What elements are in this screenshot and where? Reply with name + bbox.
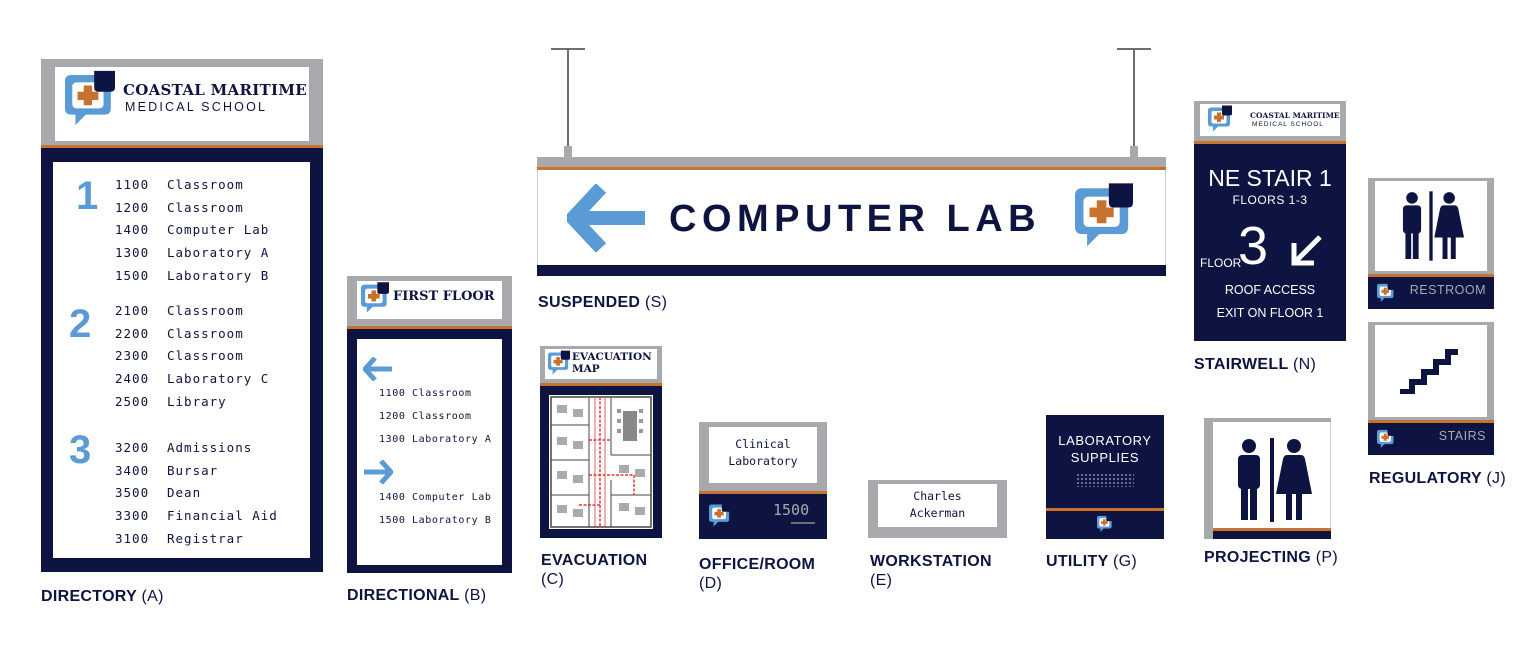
arrow-down-left-icon [1290,233,1324,272]
caption-stairwell: STAIRWELL (N) [1194,356,1317,373]
stairs-icon [1398,346,1460,399]
roof-access: ROOF ACCESS [1224,283,1316,297]
floor-number-2: 2 [69,302,92,346]
logo-icon [709,502,731,528]
utility-text-1: LABORATORY [1058,433,1152,448]
suspended-text: COMPUTER LAB [669,198,1042,240]
school-name: COASTAL MARITIME [123,81,307,99]
floor-number: 3 [1238,216,1269,276]
logo-icon [65,70,115,128]
caption-evacuation: EVACUATION(C) [541,552,648,588]
room-number: 1500 [773,501,810,519]
floor-label: FLOOR [1200,256,1242,270]
braille-text [1076,473,1134,487]
logo-icon [1377,282,1395,303]
arrow-left-icon [563,183,647,257]
logo-icon [1097,514,1113,533]
caption-directional: DIRECTIONAL (B) [347,587,487,604]
logo-icon [1377,428,1395,449]
school-subname: MEDICAL SCHOOL [125,100,268,114]
stairwell-school-name: COASTAL MARITIME [1250,111,1340,120]
stairwell-sign: COASTAL MARITIME MEDICAL SCHOOL NE STAIR… [1194,101,1346,341]
workstation-name-1: Charles [913,489,962,503]
logo-icon [1075,183,1133,249]
logo-icon [361,282,389,314]
directional-header: FIRST FLOOR [393,289,495,304]
office-label-1: Clinical [735,437,791,451]
evacuation-header-2: MAP [572,363,600,375]
office-label-2: Laboratory [728,454,798,468]
caption-office-room: OFFICE/ROOM(D) [699,556,816,592]
regulatory-stairs-sign: STAIRS [1368,322,1494,455]
utility-sign: LABORATORY SUPPLIES [1046,415,1164,539]
evacuation-map-image [549,395,653,534]
office-room-sign: Clinical Laboratory 1500 [699,422,827,539]
evacuation-sign: EVACUATION MAP [540,346,662,538]
restroom-icon [1232,438,1312,527]
stairwell-school-subname: MEDICAL SCHOOL [1252,121,1324,128]
regulatory-restroom-sign: RESTROOM [1368,178,1494,309]
suspended-sign: COMPUTER LAB [537,48,1166,278]
workstation-name-2: Ackerman [909,506,966,520]
stairs-label: STAIRS [1438,429,1486,443]
caption-directory: DIRECTORY (A) [41,588,164,605]
stair-floors: FLOORS 1-3 [1232,193,1308,207]
caption-projecting: PROJECTING (P) [1204,549,1338,566]
caption-workstation: WORKSTATION(E) [870,553,992,589]
caption-suspended: SUSPENDED (S) [538,294,668,311]
utility-text-2: SUPPLIES [1070,450,1140,465]
projecting-sign [1204,418,1331,539]
stair-title: NE STAIR 1 [1208,165,1332,191]
floor-number-1: 1 [76,174,99,218]
floor-number-3: 3 [69,428,92,472]
logo-icon [548,350,570,376]
caption-regulatory: REGULATORY (J) [1369,470,1506,487]
logo-icon [1208,105,1232,133]
restroom-label: RESTROOM [1409,283,1486,297]
workstation-sign: Charles Ackerman [868,480,1007,538]
arrow-right-icon [363,459,395,489]
roof-exit: EXIT ON FLOOR 1 [1216,306,1324,320]
arrow-left-icon [361,356,393,386]
caption-utility: UTILITY (G) [1046,553,1138,570]
restroom-icon [1398,191,1464,266]
evacuation-header-1: EVACUATION [572,351,652,363]
